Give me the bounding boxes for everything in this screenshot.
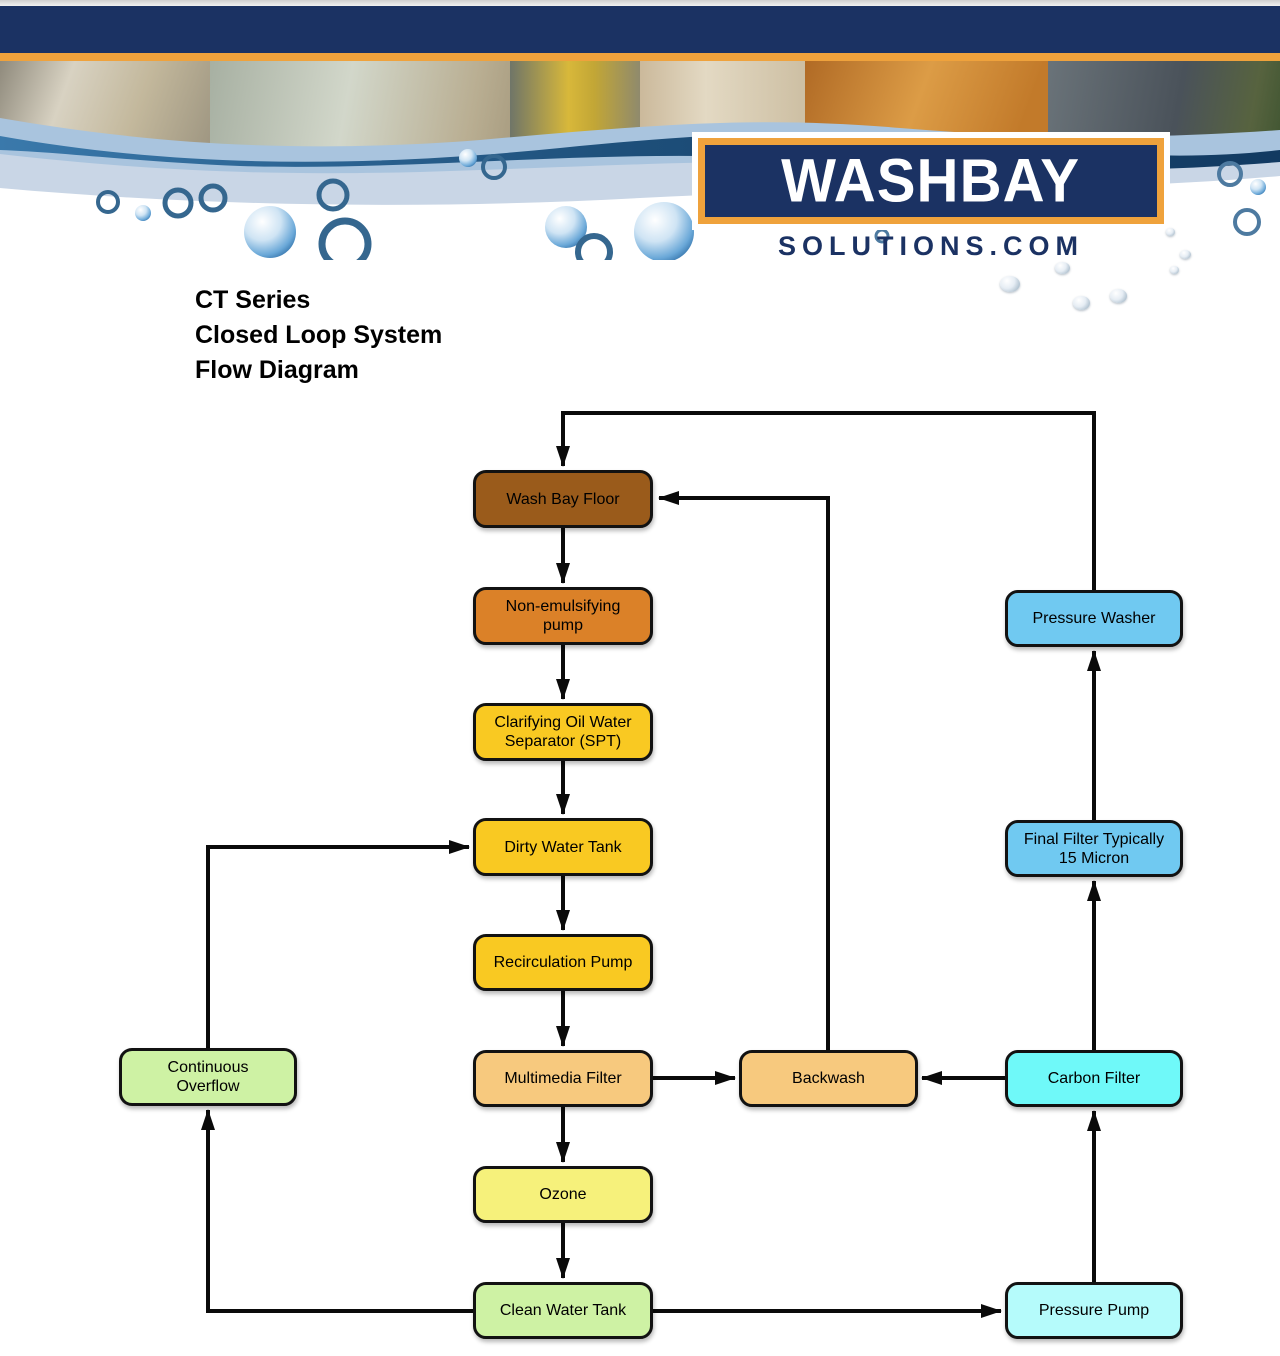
node-clean-water-tank: Clean Water Tank [473,1282,653,1339]
page-title: CT Series Closed Loop System Flow Diagra… [195,283,442,388]
node-label: Carbon Filter [1047,1070,1141,1087]
node-backwash: Backwash [739,1050,918,1107]
top-hairline [0,0,1280,6]
water-droplet [1166,228,1175,236]
navy-top-bar [0,6,1280,53]
node-label: Dirty Water Tank [504,838,622,856]
node-continuous-overflow: Continuous Overflow [119,1048,297,1106]
node-pressure-washer: Pressure Washer [1005,590,1183,647]
node-label: Clarifying Oil Water Separator (SPT) [494,714,632,750]
node-final-filter: Final Filter Typically 15 Micron [1005,820,1183,877]
node-label: Wash Bay Floor [506,490,620,508]
node-recirculation-pump: Recirculation Pump [473,934,653,991]
node-ozone: Ozone [473,1166,653,1223]
washbay-logo-box: WASHBAY [692,132,1170,230]
node-clarifying-oil-water-separator: Clarifying Oil Water Separator (SPT) [473,703,653,761]
node-label: Pressure Washer [1032,610,1156,627]
node-label: Non-emulsifying pump [505,598,621,634]
water-droplet [1073,296,1090,310]
node-non-emulsifying-pump: Non-emulsifying pump [473,587,653,645]
node-label: Backwash [792,1070,865,1087]
water-droplet [1110,289,1127,303]
node-label: Clean Water Tank [499,1302,627,1319]
node-pressure-pump: Pressure Pump [1005,1282,1183,1339]
water-droplet [1170,266,1179,274]
title-line-1: CT Series [195,286,311,314]
node-wash-bay-floor: Wash Bay Floor [473,470,653,528]
node-multimedia-filter: Multimedia Filter [473,1050,653,1107]
water-droplet [1055,262,1070,274]
node-dirty-water-tank: Dirty Water Tank [473,818,653,876]
logo-subtitle: SOLUTIONS.COM [778,231,1084,261]
orange-accent-bar [0,53,1280,61]
node-label: Recirculation Pump [493,954,633,971]
node-label: Ozone [539,1186,587,1203]
title-line-3: Flow Diagram [195,356,359,384]
node-label: Pressure Pump [1038,1302,1150,1319]
water-droplet [1180,250,1191,259]
node-label: Final Filter Typically 15 Micron [1023,830,1165,867]
node-label: Continuous Overflow [167,1059,249,1095]
logo-title: WASHBAY [781,145,1081,216]
node-carbon-filter: Carbon Filter [1005,1050,1183,1107]
washbay-logo: WASHBAY SOLUTIONS.COM [692,132,1170,262]
node-label: Multimedia Filter [504,1070,622,1087]
water-droplet [1000,276,1020,292]
title-line-2: Closed Loop System [195,321,443,349]
